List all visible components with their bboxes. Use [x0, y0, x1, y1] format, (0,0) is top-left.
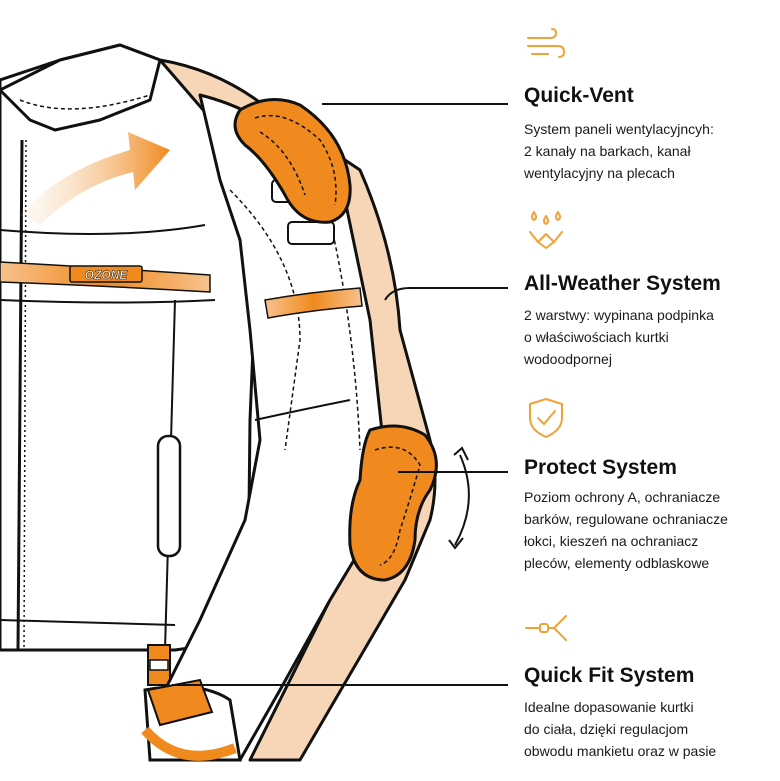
description-line: barków, regulowane ochraniacze: [524, 511, 728, 527]
description-line: 2 warstwy: wypinana podpinka: [524, 307, 714, 323]
feature-description: 2 warstwy: wypinana podpinka o właściwoś…: [524, 304, 776, 370]
elbow-protector: [348, 424, 438, 582]
feature-title: All-Weather System: [524, 272, 721, 295]
description-line: łokci, kieszeń na ochraniacz: [524, 533, 699, 549]
wind-icon: [527, 28, 566, 58]
jacket-sleeve: [141, 93, 387, 762]
shoulder-protector: [233, 98, 352, 224]
shield-check-icon: [529, 398, 563, 438]
description-line: Idealne dopasowanie kurtki: [524, 699, 694, 715]
feature-description: Poziom ochrony A, ochraniacze barków, re…: [524, 486, 776, 574]
jacket-torso: OZONE: [0, 43, 257, 686]
cuff-strap: [146, 678, 214, 727]
feature-title: Quick Fit System: [524, 664, 695, 687]
leader-lines: [172, 103, 508, 686]
elbow-adjust-arrow: [454, 454, 470, 546]
back-panel-layer: [158, 58, 437, 762]
feature-title: Quick-Vent: [524, 84, 634, 107]
description-line: pleców, elementy odblaskowe: [524, 555, 710, 571]
sleeve-reflective-band: [264, 287, 363, 319]
description-line: wentylacyjny na plecach: [524, 165, 675, 181]
feature-description: System paneli wentylacyjncyh: 2 kanały n…: [524, 118, 776, 184]
description-line: Poziom ochrony A, ochraniacze: [524, 489, 721, 505]
feature-description: Idealne dopasowanie kurtki do ciała, dzi…: [524, 696, 776, 762]
sleeve-vent-lower: [287, 221, 335, 245]
weather-drops-icon: [529, 211, 563, 249]
vent-airflow-arrow: [20, 132, 170, 225]
adjust-strap-icon: [525, 615, 567, 641]
description-line: o właściwościach kurtki: [524, 329, 669, 345]
leader-all-weather: [384, 287, 508, 301]
description-line: obwodu mankietu oraz w pasie: [524, 743, 717, 759]
description-line: 2 kanały na barkach, kanał: [524, 143, 691, 159]
description-line: System paneli wentylacyjncyh:: [524, 121, 714, 137]
jacket-logo: OZONE: [85, 268, 129, 282]
feature-title: Protect System: [524, 456, 677, 479]
description-line: do ciała, dzięki regulacjom: [524, 721, 689, 737]
description-line: wodoodpornej: [524, 351, 612, 367]
